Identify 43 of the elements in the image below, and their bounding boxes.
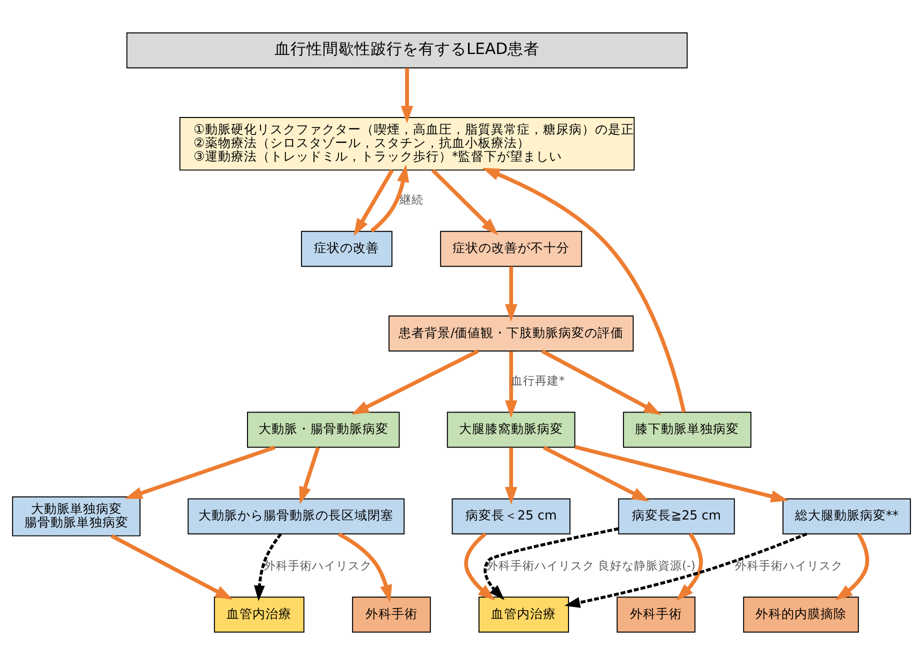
arrow xyxy=(564,532,808,608)
edge-label: 外科手術ハイリスク xyxy=(734,558,843,572)
node-box: 症状の改善が不十分 xyxy=(440,230,582,266)
edge-label: 外科手術ハイリスク 良好な静脈資源(-) xyxy=(486,558,696,572)
arrow xyxy=(351,348,479,414)
node-box: 大動脈から腸骨動脈の長区域閉塞 xyxy=(188,498,405,534)
arrow xyxy=(504,446,518,504)
arrow xyxy=(124,445,276,498)
node-box: 大動脈・腸骨動脈病変 xyxy=(247,411,400,448)
node-box: 総大腿動脈病変** xyxy=(782,498,911,534)
node-box: 症状の改善 xyxy=(301,230,392,266)
arrow xyxy=(431,168,498,235)
arrow xyxy=(484,526,619,600)
arrow xyxy=(835,532,870,600)
arrow xyxy=(254,532,282,601)
arrow xyxy=(504,266,518,322)
node-box: 血管内治療 xyxy=(478,596,569,632)
node-box: 病変長≧25 cm xyxy=(618,498,735,534)
node-box: 大動脈単独病変 腸骨動脈単独病変 xyxy=(12,496,140,536)
arrow xyxy=(370,164,410,232)
arrow xyxy=(542,445,650,502)
node-box: 外科手術 xyxy=(616,596,696,632)
arrow xyxy=(676,532,703,600)
node-box: 外科的内膜摘除 xyxy=(743,596,859,632)
node-box: 血管内治療 xyxy=(214,596,304,632)
arrow xyxy=(541,348,662,414)
node-box: 患者背景/価値観・下肢動脈病変の評価 xyxy=(388,314,634,351)
node-box: 外科手術 xyxy=(352,596,431,632)
arrow xyxy=(400,68,414,123)
arrow xyxy=(299,446,320,504)
node-box: 膝下動脈単独病変 xyxy=(622,411,752,448)
arrow xyxy=(464,532,496,600)
arrow xyxy=(354,168,394,236)
arrow xyxy=(574,444,788,502)
edge-label: 外科手術ハイリスク xyxy=(264,558,372,572)
node-box: 血行性間歇性跛行を有するLEAD患者 xyxy=(126,32,688,68)
arrow xyxy=(338,532,392,602)
arrow xyxy=(110,534,233,600)
node-box: 大腿膝窩動脈病変 xyxy=(446,411,576,448)
arrow xyxy=(482,167,686,412)
node-box: ①動脈硬化リスクファクター（喫煙，高血圧，脂質異常症，糖尿病）の是正 ②薬物療法（シロスタゾール，スタチン，抗血小板療法） ③運動療法（トレッドミル，トラック歩行）*監督下が望ましい xyxy=(179,116,635,170)
edge-label: 継続 xyxy=(399,192,424,206)
node-box: 病変長＜25 cm xyxy=(452,498,570,534)
